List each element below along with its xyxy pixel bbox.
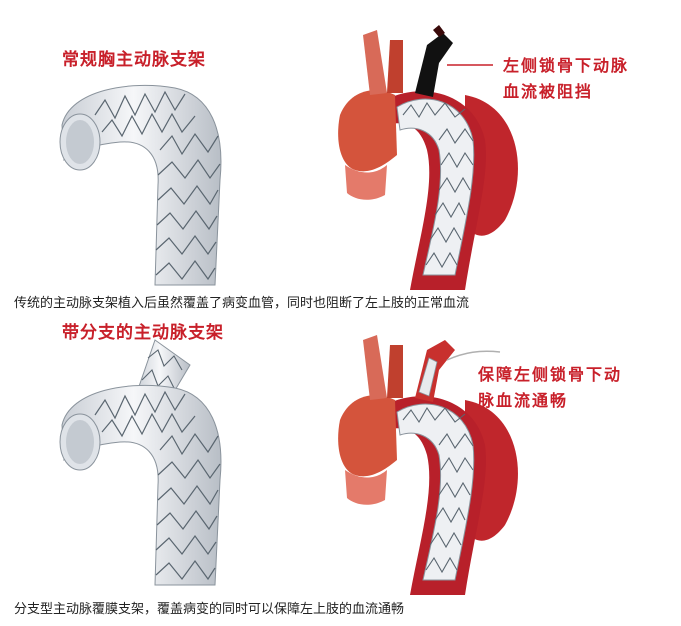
caption-conventional: 传统的主动脉支架植入后虽然覆盖了病变血管，同时也阻断了左上肢的正常血流 xyxy=(14,296,470,311)
blocked-artery-annotation: 左侧锁骨下动脉 血流被阻挡 xyxy=(503,53,629,105)
annotation-line: 血流被阻挡 xyxy=(503,82,594,101)
branched-stent-title: 带分支的主动脉支架 xyxy=(62,323,224,343)
annotation-line: 左侧锁骨下动脉 xyxy=(503,56,630,75)
panel-branched-stent: 带分支的主动脉支架 xyxy=(0,310,681,595)
panel-conventional-stent: 常规胸主动脉支架 xyxy=(0,0,681,290)
annotation-line: 脉血流通畅 xyxy=(478,391,569,410)
conventional-stent-illustration xyxy=(59,84,222,286)
branched-stent-illustration xyxy=(59,339,222,586)
caption-branched: 分支型主动脉覆膜支架，覆盖病变的同时可以保障左上肢的血流通畅 xyxy=(14,602,405,617)
patent-artery-annotation: 保障左侧锁骨下动 脉血流通畅 xyxy=(478,362,622,414)
annotation-line: 保障左侧锁骨下动 xyxy=(478,365,623,384)
conventional-stent-title: 常规胸主动脉支架 xyxy=(62,50,206,70)
aorta-patent-illustration xyxy=(338,335,518,595)
aorta-blocked-illustration xyxy=(338,25,518,290)
